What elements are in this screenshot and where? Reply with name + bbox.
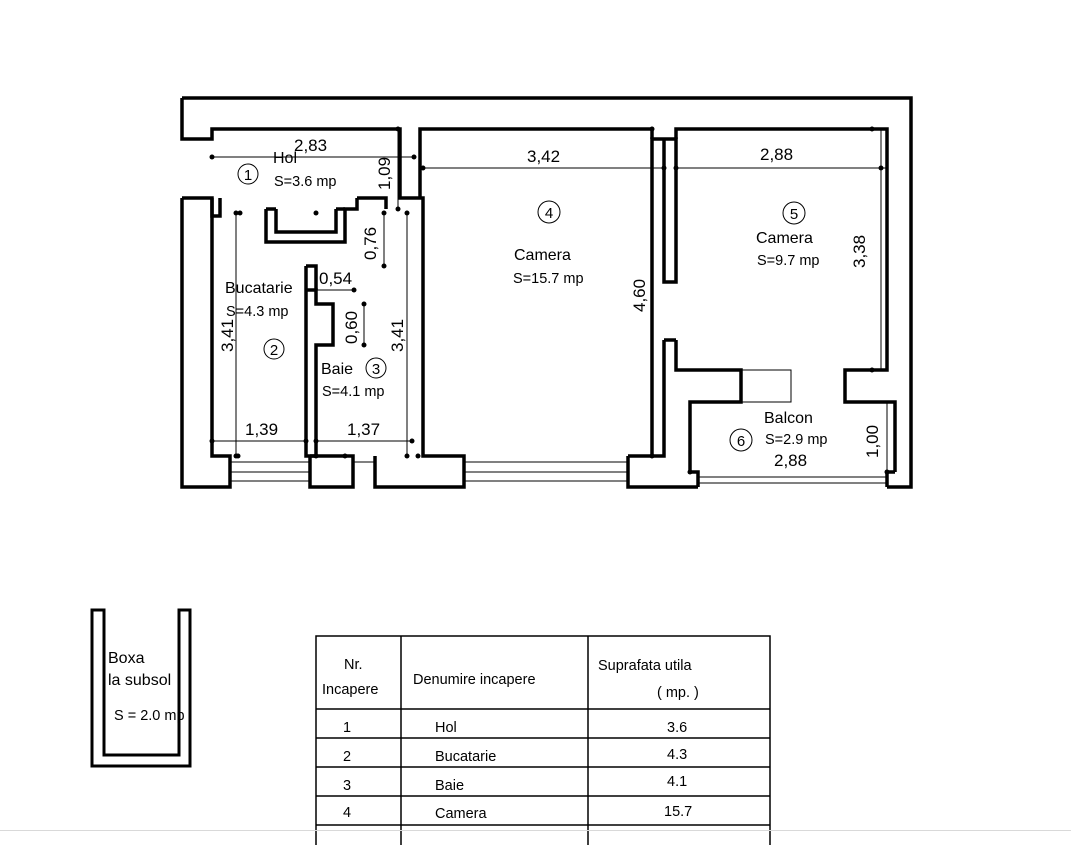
room-5-label: 5 Camera S=9.7 mp (756, 201, 819, 269)
table-row-3-nr: 3 (343, 778, 351, 794)
room-name-camera-5: Camera (756, 230, 813, 247)
dim-bucatarie-width: 1,39 (245, 420, 278, 439)
boxa-title: Boxa (108, 650, 145, 667)
room-area-baie: S=4.1 mp (322, 384, 384, 400)
room-area-bucatarie: S=4.3 mp (226, 304, 288, 320)
boxa-area: S = 2.0 mp (114, 708, 185, 724)
dim-baie-step-w: 0,54 (319, 269, 352, 288)
room-number-1: 1 (244, 167, 252, 184)
area-table: Nr. Incapere Denumire incapere Suprafata… (315, 635, 771, 845)
dimension-labels: 2,83 1,09 3,42 4,60 2,88 3,38 3,41 1,39 … (218, 136, 882, 470)
table-row-1-name: Hol (435, 720, 457, 736)
room-number-3: 3 (372, 361, 380, 378)
room-number-4: 4 (545, 205, 553, 222)
room-3-label: Baie 3 S=4.1 mp (321, 357, 387, 400)
room-2-label: Bucatarie S=4.3 mp 2 (225, 280, 293, 360)
room-name-baie: Baie (321, 361, 353, 378)
dim-hol-depth: 1,09 (375, 157, 394, 190)
room-number-2: 2 (270, 342, 278, 359)
room-6-label: Balcon 6 S=2.9 mp (729, 410, 827, 452)
table-header-area-unit: ( mp. ) (657, 685, 699, 701)
table-row-2-nr: 2 (343, 749, 351, 765)
room-name-bucatarie: Bucatarie (225, 280, 293, 297)
room-name-camera-4: Camera (514, 247, 571, 264)
room-area-camera-5: S=9.7 mp (757, 253, 819, 269)
dim-hol-width: 2,83 (294, 136, 327, 155)
table-row-4-area: 15.7 (664, 804, 692, 820)
room-area-hol: S=3.6 mp (274, 174, 336, 190)
table-row-2-name: Bucatarie (435, 749, 496, 765)
table-header-area: Suprafata utila (598, 658, 692, 674)
table-row-3-area: 4.1 (667, 774, 687, 790)
table-row-1-nr: 1 (343, 720, 351, 736)
table-row-3-name: Baie (435, 778, 464, 794)
dim-baie-step-h2: 0,60 (342, 311, 361, 344)
table-header-nr: Nr. (344, 657, 363, 673)
room-area-balcon: S=2.9 mp (765, 432, 827, 448)
page-bottom-rule (0, 830, 1071, 831)
boxa-storage: Boxa la subsol S = 2.0 mp (90, 608, 192, 768)
table-header-name: Denumire incapere (413, 672, 536, 688)
table-row-1-area: 3.6 (667, 720, 687, 736)
room-number-5: 5 (790, 206, 798, 223)
dim-baie-width: 1,37 (347, 420, 380, 439)
room-number-6: 6 (737, 433, 745, 450)
dimension-lines (209, 126, 890, 475)
windows (230, 369, 887, 484)
table-row-2-area: 4.3 (667, 747, 687, 763)
dim-camera4-depth: 4,60 (630, 279, 649, 312)
dim-balcon-depth: 1,00 (863, 425, 882, 458)
balcony-fixture (740, 369, 792, 403)
room-4-label: 4 Camera S=15.7 mp (513, 200, 584, 287)
dim-camera5-width: 2,88 (760, 145, 793, 164)
dim-camera4-width: 3,42 (527, 147, 560, 166)
dim-baie-depth: 3,41 (388, 319, 407, 352)
dim-bucatarie-depth: 3,41 (218, 319, 237, 352)
dim-balcon-width: 2,88 (774, 451, 807, 470)
room-area-camera-4: S=15.7 mp (513, 271, 584, 287)
boxa-subtitle: la subsol (108, 672, 171, 689)
dim-baie-step-h: 0,76 (361, 227, 380, 260)
table-row-4-name: Camera (435, 806, 488, 822)
room-name-hol: Hol (273, 150, 297, 167)
exterior-walls (180, 96, 913, 489)
room-name-balcon: Balcon (764, 410, 813, 427)
room-1-label: 1 Hol S=3.6 mp (237, 150, 336, 190)
table-row-4-nr: 4 (343, 805, 351, 821)
table-header-nr-2: Incapere (322, 682, 378, 698)
dim-camera5-depth: 3,38 (850, 235, 869, 268)
